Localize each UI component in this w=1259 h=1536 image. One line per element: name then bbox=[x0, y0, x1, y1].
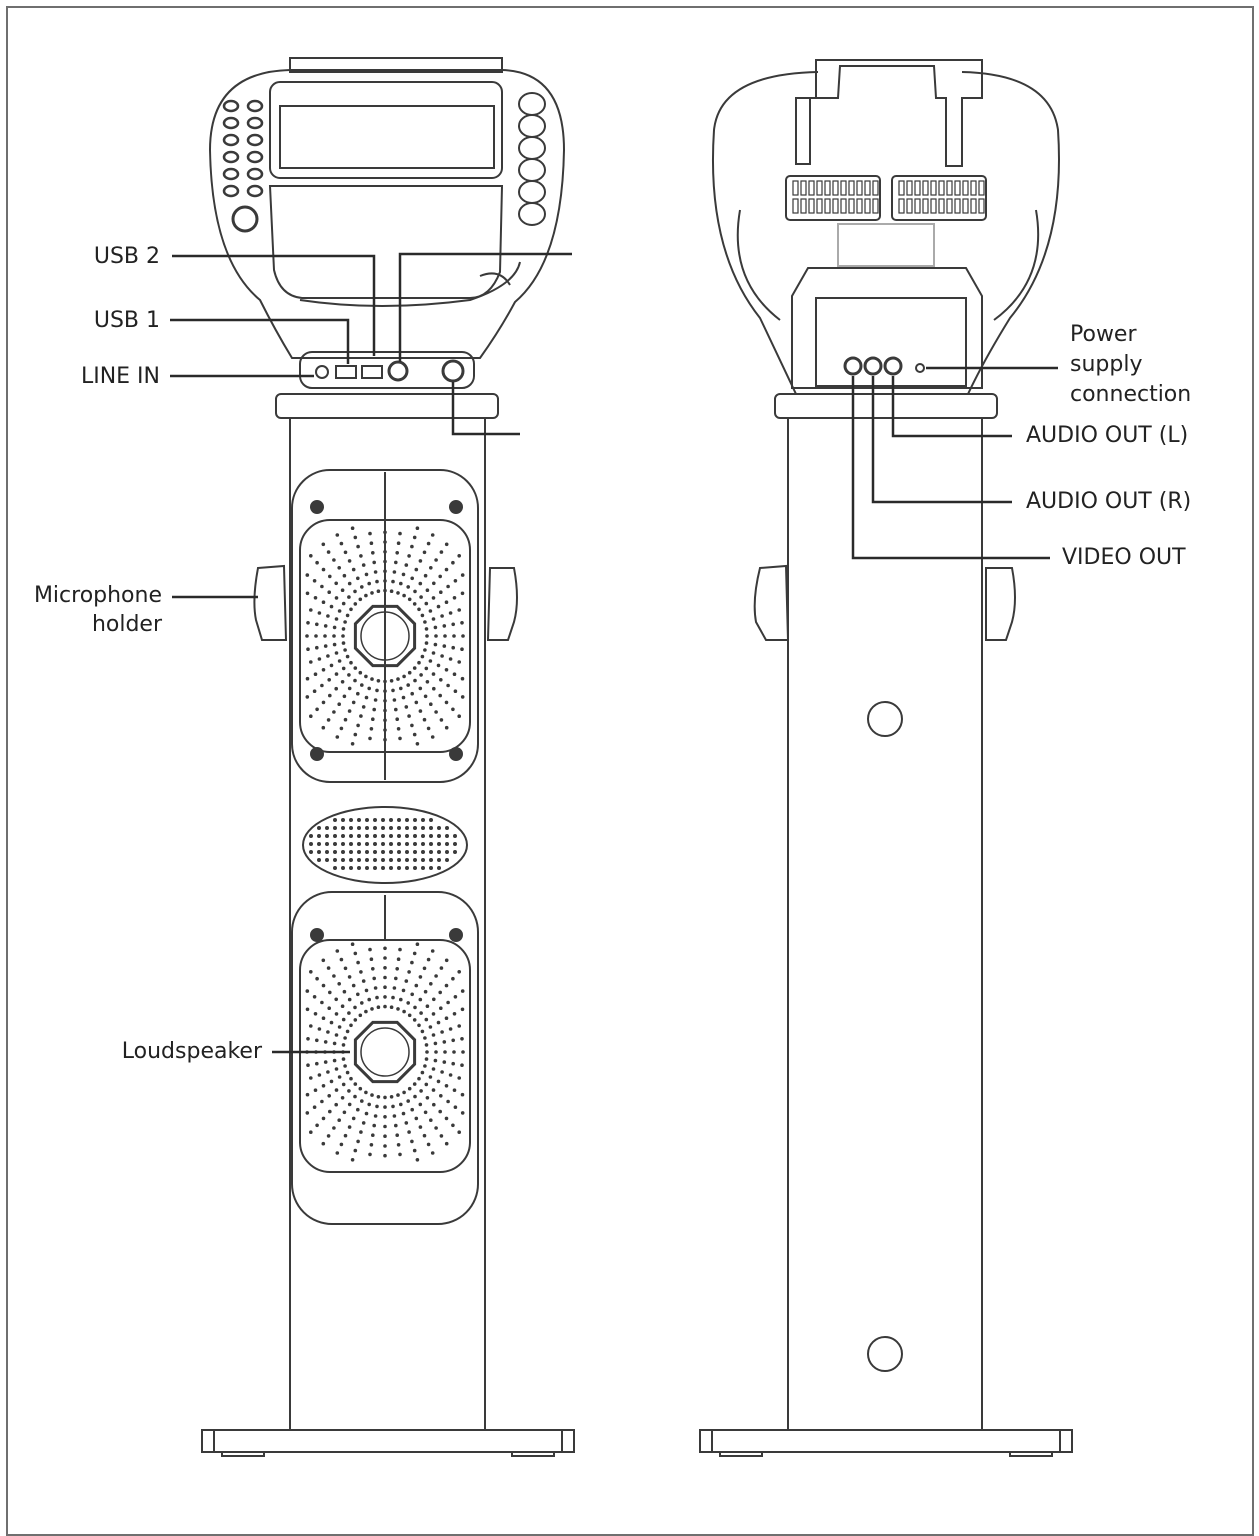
usb1-label: USB 1 bbox=[93, 308, 160, 333]
rear-connector-housing bbox=[791, 267, 983, 389]
rear-top-clip bbox=[795, 59, 983, 167]
video-out-label: VIDEO OUT bbox=[1062, 545, 1186, 570]
power-supply-label-line3: connection bbox=[1070, 382, 1192, 407]
rear-collar bbox=[774, 393, 998, 419]
front-connector-panel bbox=[299, 351, 475, 389]
front-screen bbox=[269, 81, 503, 179]
callout-mic2 bbox=[451, 382, 520, 436]
power-jack bbox=[915, 363, 925, 373]
power-supply-label-line2: supply bbox=[1070, 352, 1143, 377]
callout-mic1 bbox=[398, 252, 572, 362]
front-mic-holder-left bbox=[253, 564, 288, 641]
front-disc-tray bbox=[268, 185, 504, 299]
rear-base bbox=[699, 1429, 1073, 1453]
front-top-clip bbox=[289, 57, 503, 73]
rear-vent-left bbox=[785, 175, 881, 221]
rear-head-body bbox=[711, 71, 1060, 395]
upper-speaker-grille bbox=[305, 526, 465, 746]
front-round-button bbox=[231, 205, 259, 233]
usb2-port bbox=[361, 365, 383, 379]
callout-usb1 bbox=[170, 318, 350, 364]
callout-lines bbox=[170, 252, 1058, 1054]
power-supply-label-line1: Power bbox=[1070, 322, 1137, 347]
rear-hole-lower bbox=[867, 1336, 903, 1372]
callout-audio-l bbox=[891, 376, 1012, 438]
rear-hole-upper bbox=[867, 701, 903, 737]
front-button-grid bbox=[222, 99, 264, 198]
rear-mic-holder-right bbox=[985, 567, 1016, 641]
usb1-port bbox=[335, 365, 357, 379]
front-mic-holder-right bbox=[486, 567, 518, 641]
middle-speaker-grille bbox=[309, 818, 457, 870]
front-lower-speaker-housing bbox=[291, 891, 479, 1225]
front-collar bbox=[275, 393, 499, 419]
callout-video bbox=[851, 376, 1050, 560]
rear-mic-holder-left bbox=[753, 564, 790, 641]
microphone-holder-label-line1: Microphone bbox=[33, 583, 162, 608]
front-upper-speaker-housing bbox=[291, 469, 479, 783]
callout-audio-r bbox=[871, 376, 1012, 504]
audio-out-l-jack bbox=[883, 356, 903, 376]
audio-out-l-label: AUDIO OUT (L) bbox=[1026, 423, 1189, 448]
callout-usb2 bbox=[172, 254, 376, 356]
microphone-holder-label-line2: holder bbox=[91, 612, 162, 637]
line-in-jack bbox=[315, 365, 329, 379]
usb2-label: USB 2 bbox=[93, 244, 160, 269]
rear-vent-right bbox=[891, 175, 987, 221]
line-in-label: LINE IN bbox=[80, 364, 160, 389]
audio-out-r-label: AUDIO OUT (R) bbox=[1026, 489, 1192, 514]
rear-view bbox=[699, 59, 1073, 1457]
front-head-body bbox=[208, 69, 566, 359]
loudspeaker-label: Loudspeaker bbox=[121, 1039, 262, 1064]
front-base bbox=[201, 1429, 575, 1453]
audio-out-r-jack bbox=[863, 356, 883, 376]
front-view bbox=[201, 57, 575, 1457]
video-out-jack bbox=[843, 356, 863, 376]
mic-jack-1 bbox=[387, 360, 409, 382]
front-knobs bbox=[518, 92, 546, 226]
mic-jack-2 bbox=[441, 359, 465, 383]
